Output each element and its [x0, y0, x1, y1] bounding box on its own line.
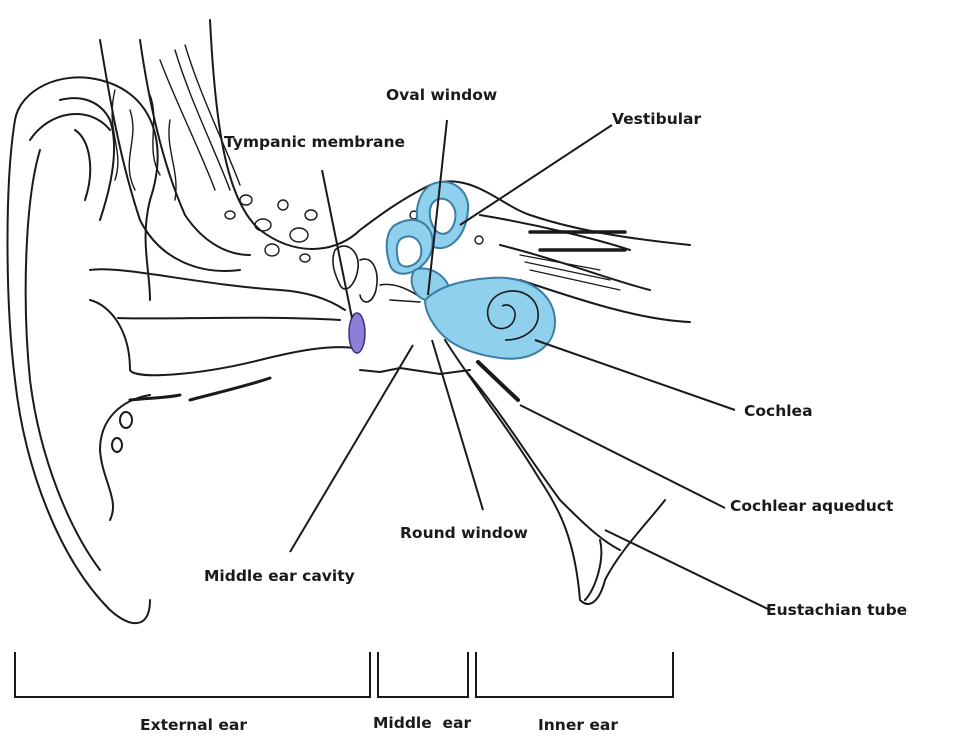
temporal-bone-outline — [100, 20, 690, 271]
section-label-external-ear: External ear — [140, 716, 247, 734]
auditory-nerve — [520, 255, 620, 290]
bracket-middle-ear — [378, 652, 468, 697]
canal-detail — [130, 378, 270, 400]
label-oval-window: Oval window — [386, 86, 498, 104]
bracket-inner-ear — [476, 652, 673, 697]
label-cochlear-aqueduct: Cochlear aqueduct — [730, 497, 894, 515]
leader-tympanic-membrane — [322, 170, 352, 318]
label-eustachian-tube: Eustachian tube — [766, 601, 908, 619]
label-cochlea: Cochlea — [744, 402, 813, 420]
label-tympanic-membrane: Tympanic membrane — [224, 133, 406, 151]
leader-vestibular — [460, 125, 612, 225]
leader-cochlear-aqueduct — [520, 405, 725, 508]
section-label-inner-ear: Inner ear — [538, 716, 619, 734]
concha-lower — [100, 395, 150, 520]
internal-auditory-canal — [530, 232, 625, 250]
helix-inner — [60, 98, 114, 220]
auricle-outline — [8, 77, 158, 623]
label-round-window: Round window — [400, 524, 528, 542]
middle-ear-floor — [360, 368, 470, 374]
leader-round-window — [432, 340, 483, 510]
leader-oval-window — [428, 120, 447, 295]
tympanic-membrane — [349, 313, 365, 353]
cochlear-aqueduct-shape — [478, 362, 518, 400]
leader-eustachian-tube — [605, 530, 770, 610]
leader-cochlea — [535, 340, 735, 410]
cochlea-shape — [425, 278, 555, 359]
label-vestibular: Vestibular — [612, 110, 702, 128]
eustachian-tube-shape — [445, 340, 665, 604]
bracket-external-ear — [15, 652, 370, 697]
ossicles — [333, 246, 425, 302]
section-label-middle-ear: Middle ear — [373, 714, 472, 732]
bone-texture — [112, 45, 240, 200]
ear-canal — [90, 269, 355, 375]
label-middle-ear-cavity: Middle ear cavity — [204, 567, 355, 585]
leader-middle-ear-cavity — [290, 345, 413, 552]
